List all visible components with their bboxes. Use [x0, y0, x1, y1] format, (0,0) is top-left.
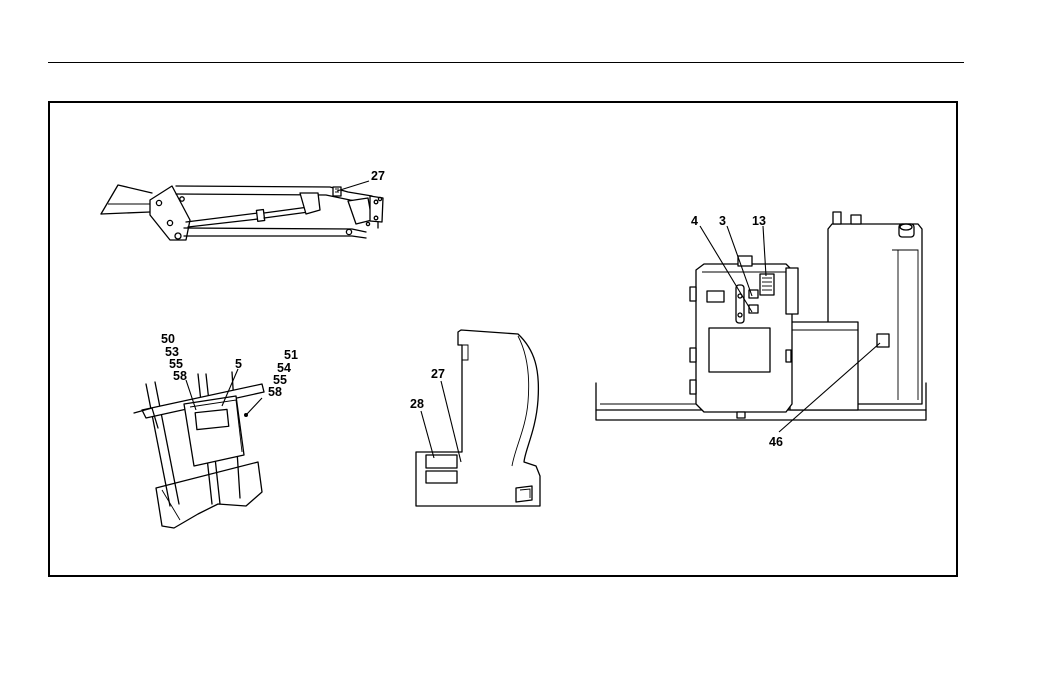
callout-28: 28	[410, 397, 424, 411]
callout-13: 13	[752, 214, 766, 228]
bucket-plate-drawing	[134, 369, 264, 528]
callout-4: 4	[691, 214, 698, 228]
callout-46: 46	[769, 435, 783, 449]
callout-27-cover: 27	[431, 367, 445, 381]
boom-arm-drawing	[101, 181, 383, 240]
callout-5: 5	[235, 357, 242, 371]
callout-27-boom: 27	[371, 169, 385, 183]
callout-58-left: 58	[173, 369, 187, 383]
side-cover-drawing	[416, 330, 540, 506]
engine-compartment-drawing	[596, 212, 926, 432]
callout-3: 3	[719, 214, 726, 228]
callout-50: 50	[161, 332, 175, 346]
callout-58-right: 58	[268, 385, 282, 399]
callout-51: 51	[284, 348, 298, 362]
